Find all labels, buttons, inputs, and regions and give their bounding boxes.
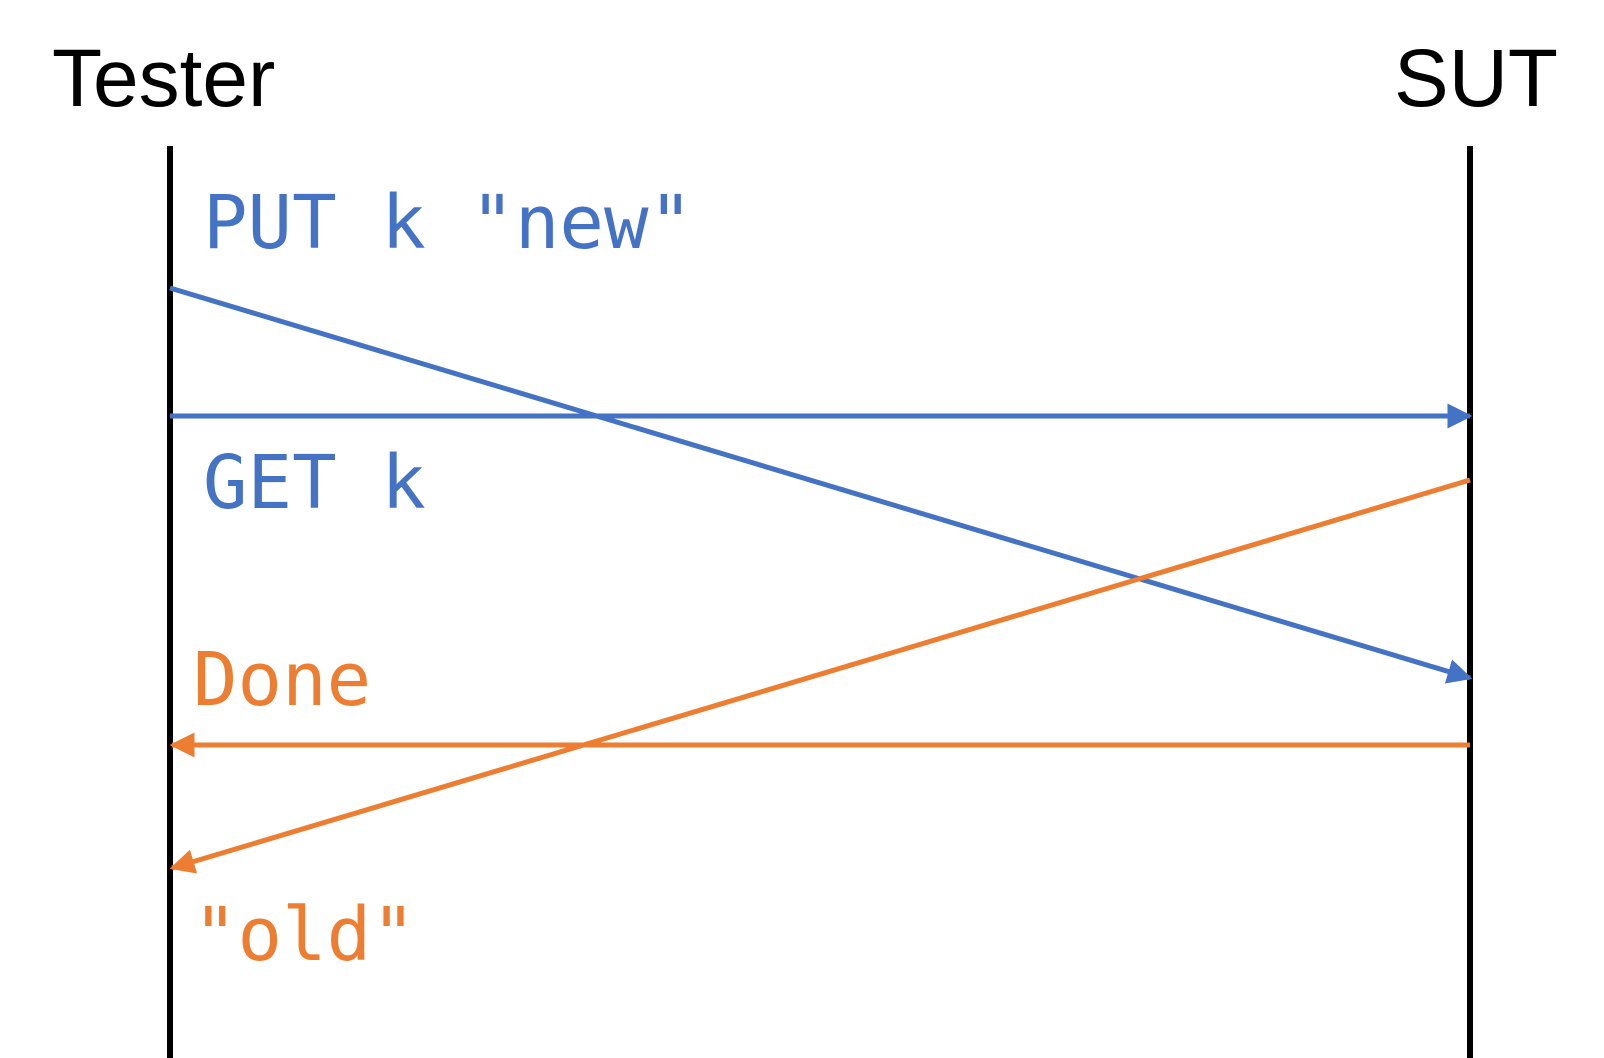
- put-request-arrow: [169, 285, 1473, 684]
- put-request-label: PUT k "new": [203, 180, 693, 266]
- old-response-arrow: [169, 477, 1471, 874]
- actor-sut-label: SUT: [1394, 33, 1558, 124]
- actor-tester-label: Tester: [52, 33, 275, 124]
- done-response-label: Done: [193, 637, 371, 723]
- old-response-label: "old": [193, 892, 416, 978]
- get-request-label: GET k: [203, 440, 426, 526]
